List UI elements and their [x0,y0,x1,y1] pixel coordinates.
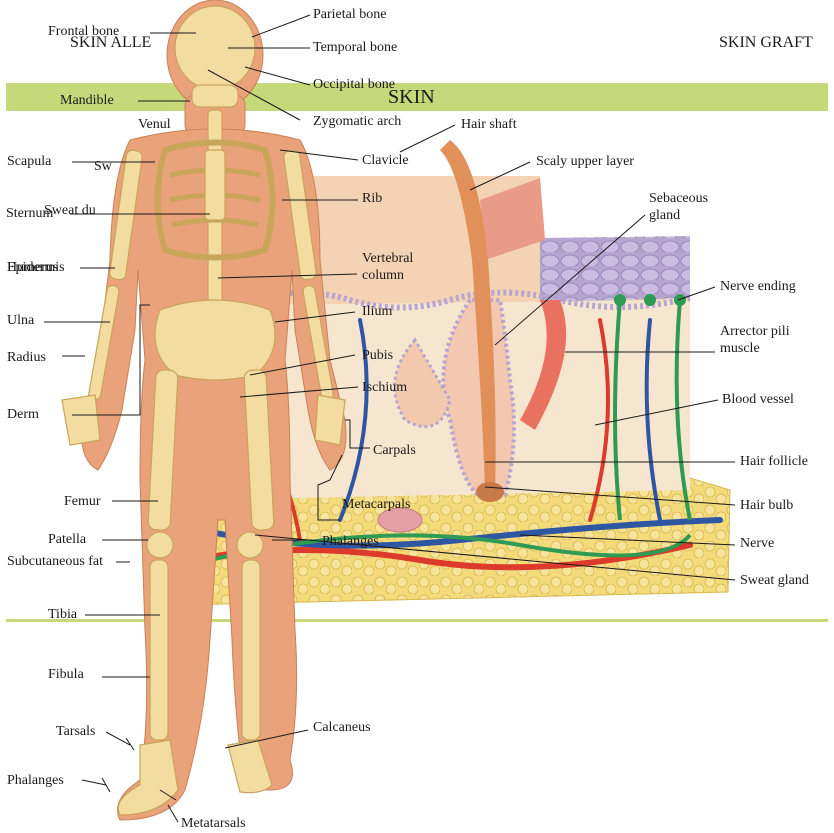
label-hair-follicle: Hair follicle [740,453,808,470]
label-sebaceous-gland: Sebaceous gland [649,190,729,224]
label-hair-bulb: Hair bulb [740,497,793,514]
label-nerve: Nerve [740,535,774,552]
label-hair-shaft: Hair shaft [461,116,517,133]
label-blood-vessel: Blood vessel [722,391,794,408]
label-nerve-ending: Nerve ending [720,278,796,295]
label-sweat-gland: Sweat gland [740,572,809,589]
label-scaly-upper-layer: Scaly upper layer [536,153,634,170]
label-arrector-pili-muscle: Arrector pili muscle [720,323,815,357]
